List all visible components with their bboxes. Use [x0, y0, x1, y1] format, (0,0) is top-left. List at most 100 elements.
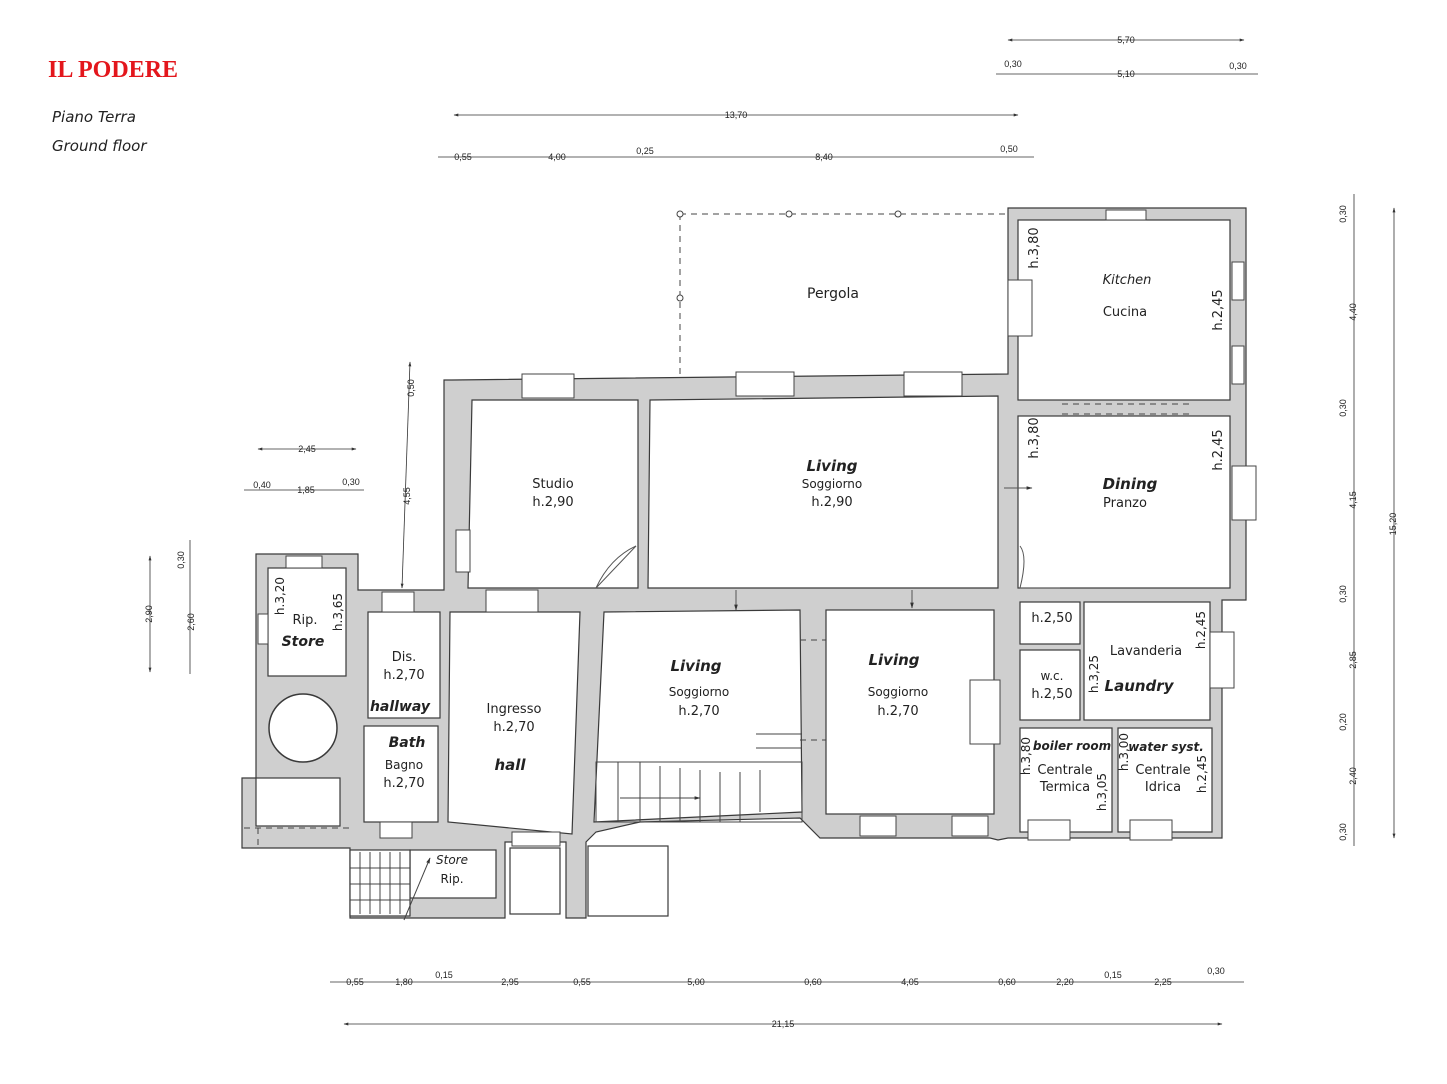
room-wc: w.c.: [1041, 669, 1064, 683]
room-water-en: water syst.: [1128, 740, 1204, 754]
room-kitchen-it: Cucina: [1103, 305, 1147, 320]
boiler-height-1: h.3,80: [1019, 737, 1033, 775]
water-height-1: h.3,00: [1117, 733, 1131, 771]
dim-bot-0-30: 0,30: [1207, 966, 1225, 976]
room-water-it-2: Idrica: [1145, 780, 1181, 795]
windows: [257, 209, 1257, 847]
dim-bot-0-55b: 0,55: [573, 977, 591, 987]
room-store-it: Rip.: [292, 613, 317, 628]
room-lavanderia: Lavanderia: [1110, 644, 1182, 659]
room-dining-it: Pranzo: [1103, 496, 1147, 511]
room-boiler-it-2: Termica: [1039, 780, 1090, 795]
dim-bot-2-20: 2,20: [1056, 977, 1074, 987]
dim-bot-4-05: 4,05: [901, 977, 919, 987]
room-store2-it: Rip.: [440, 872, 463, 886]
dim-top-0-30a: 0,30: [1004, 59, 1022, 69]
dim-left-0-30: 0,30: [342, 477, 360, 487]
ingresso-height: h.2,70: [493, 720, 534, 735]
dim-right-0-30b: 0,30: [1338, 399, 1348, 417]
dim-top-0-30b: 0,30: [1229, 61, 1247, 71]
dim-top-0-25: 0,25: [636, 146, 654, 156]
dim-right-4-15: 4,15: [1348, 491, 1358, 509]
room-studio: Studio: [532, 477, 573, 492]
dining-height-1: h.3,80: [1027, 417, 1042, 458]
wc-height: h.2,50: [1031, 687, 1072, 702]
dim-left-2-90v: 2,90: [144, 605, 154, 623]
dim-top-4-00: 4,00: [548, 152, 566, 162]
room-kitchen-en: Kitchen: [1103, 273, 1152, 288]
room-ingresso: Ingresso: [487, 702, 542, 717]
dim-bot-2-25: 2,25: [1154, 977, 1172, 987]
room-bath-it: Bagno: [385, 758, 423, 772]
dim-bot-0-15b: 0,15: [1104, 970, 1122, 980]
dis-height: h.2,70: [383, 668, 424, 683]
dim-right-0-30d: 0,30: [1338, 823, 1348, 841]
pergola-posts: [676, 210, 902, 302]
floor-name-italian: Piano Terra: [52, 108, 136, 126]
dim-left-0-50v: 0,50: [406, 379, 416, 397]
dim-right-2-40: 2,40: [1348, 767, 1358, 785]
boiler-height-2: h.3,05: [1095, 773, 1109, 811]
round-cistern: [268, 693, 338, 763]
dim-right-0-30a: 0,30: [1338, 205, 1348, 223]
room-living-mid-it: Soggiorno: [669, 685, 730, 699]
dim-right-0-30c: 0,30: [1338, 585, 1348, 603]
small-room-height: h.2,50: [1031, 611, 1072, 626]
room-boiler-it-1: Centrale: [1037, 763, 1092, 778]
floor-name-english: Ground floor: [52, 137, 147, 155]
staircase-exterior: [350, 852, 431, 921]
bath-height: h.2,70: [383, 776, 424, 791]
dim-right-2-85: 2,85: [1348, 651, 1358, 669]
dim-left-0-40: 0,40: [253, 480, 271, 490]
room-store-en: Store: [282, 634, 325, 650]
dining-height-2: h.2,45: [1211, 429, 1226, 470]
kitchen-height-1: h.3,80: [1027, 227, 1042, 268]
room-boiler-en: boiler room: [1033, 739, 1111, 753]
room-dining-en: Dining: [1103, 475, 1158, 493]
store-height-1: h.3,20: [273, 577, 287, 615]
dim-left-2-45: 2,45: [298, 444, 316, 454]
dim-bot-2-95: 2,95: [501, 977, 519, 987]
dim-right-15-20: 15,20: [1388, 513, 1398, 536]
living-mid-height: h.2,70: [678, 704, 719, 719]
dim-bot-0-15a: 0,15: [435, 970, 453, 980]
room-hallway-en: hallway: [370, 699, 431, 715]
dim-right-4-40: 4,40: [1348, 303, 1358, 321]
dim-left-2-60v: 2,60: [186, 613, 196, 631]
dim-bot-1-80: 1,80: [395, 977, 413, 987]
room-living-mid-en: Living: [670, 657, 721, 675]
store-height-2: h.3,65: [331, 593, 345, 631]
dim-bot-0-60a: 0,60: [804, 977, 822, 987]
room-living-top-en: Living: [806, 457, 857, 475]
kitchen-height-2: h.2,45: [1211, 289, 1226, 330]
living-top-height: h.2,90: [811, 495, 852, 510]
dim-bot-21-15: 21,15: [772, 1019, 795, 1029]
staircase-main: [595, 733, 803, 823]
laundry-height-2: h.2,45: [1194, 611, 1208, 649]
water-height-2: h.2,45: [1195, 755, 1209, 793]
dim-top-0-55: 0,55: [454, 152, 472, 162]
room-pergola: Pergola: [807, 286, 859, 302]
room-living-top-it: Soggiorno: [802, 477, 863, 491]
dim-top-5-70: 5,70: [1117, 35, 1135, 45]
room-living-right-it: Soggiorno: [868, 685, 929, 699]
dim-top-13-70: 13,70: [725, 110, 748, 120]
plan-title: IL PODERE: [48, 57, 178, 83]
room-interiors: [255, 219, 1231, 917]
dim-top-8-40: 8,40: [815, 152, 833, 162]
studio-height: h.2,90: [532, 495, 573, 510]
room-bath-en: Bath: [389, 735, 426, 751]
room-dis: Dis.: [392, 650, 417, 665]
dim-right-0-20: 0,20: [1338, 713, 1348, 731]
room-store2-en: Store: [436, 853, 468, 867]
dim-bot-0-60b: 0,60: [998, 977, 1016, 987]
dim-top-0-50: 0,50: [1000, 144, 1018, 154]
dim-top-5-10: 5,10: [1117, 69, 1135, 79]
dim-left-1-85: 1,85: [297, 485, 315, 495]
living-right-height: h.2,70: [877, 704, 918, 719]
room-hall-en: hall: [494, 756, 526, 774]
dim-bot-0-55a: 0,55: [346, 977, 364, 987]
room-laundry-en: Laundry: [1105, 677, 1175, 695]
dim-bot-5-00: 5,00: [687, 977, 705, 987]
